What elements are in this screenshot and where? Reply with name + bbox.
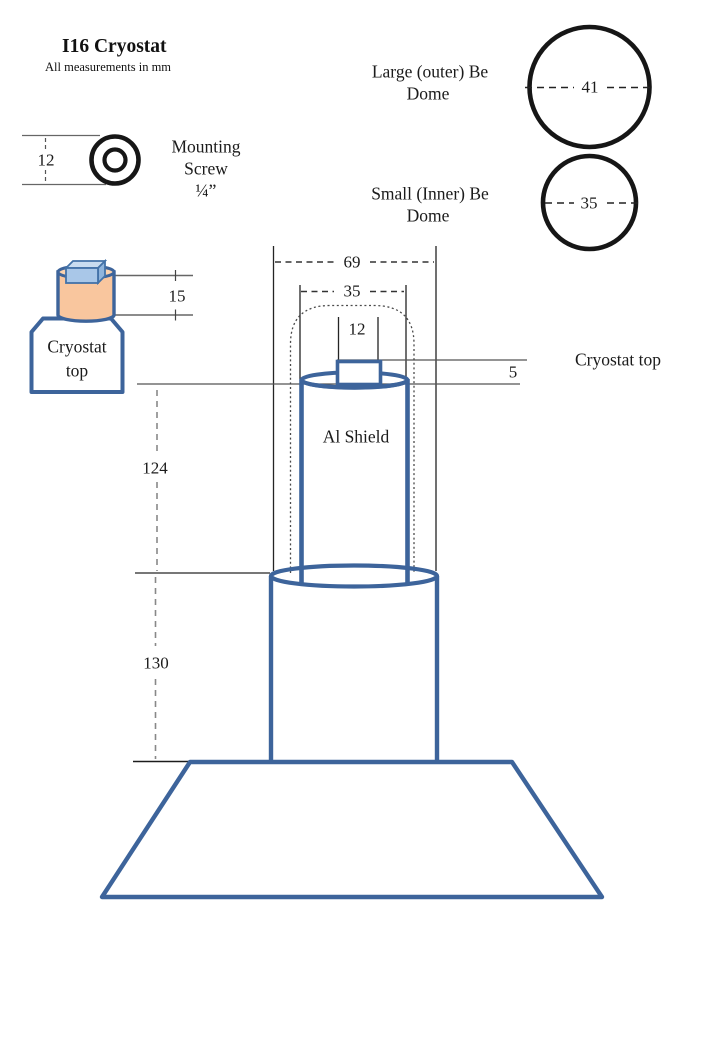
cryostat-top-left-label-line1: Cryostat xyxy=(47,336,107,357)
cryostat-top-drawing xyxy=(29,258,193,394)
page-subtitle: All measurements in mm xyxy=(45,60,172,74)
shield-top-ellipse-front-arc xyxy=(299,379,410,390)
large-dome-diameter-value: 41 xyxy=(581,77,599,97)
mounting-screw-label-line3: ¼” xyxy=(195,180,217,201)
small-dome-diameter-value: 35 xyxy=(580,193,598,213)
base-height-value: 130 xyxy=(143,653,169,673)
cryostat-top-left-label-line2: top xyxy=(65,360,89,381)
mounting-screw-drawing xyxy=(22,134,141,186)
base-trapezoid xyxy=(99,759,605,900)
small-dome-label-line2: Dome xyxy=(406,205,450,226)
top-height-value: 15 xyxy=(168,286,186,306)
outer-width-value: 69 xyxy=(343,252,361,272)
mounting-screw-label-line2: Screw xyxy=(184,158,228,179)
large-dome-label-line1: Large (outer) Be xyxy=(371,61,489,82)
main-dimension-lines xyxy=(133,246,527,763)
al-shield-label: Al Shield xyxy=(322,426,390,447)
cryostat-top-pointer-label: Cryostat top xyxy=(574,349,662,370)
block-width-value: 12 xyxy=(348,319,366,339)
page-title: I16 Cryostat xyxy=(62,36,167,57)
small-dome-label-line1: Small (Inner) Be xyxy=(371,183,489,204)
large-dome-label-line2: Dome xyxy=(406,83,450,104)
small-be-dome-circle xyxy=(540,153,639,252)
cryostat-top-body xyxy=(29,316,125,394)
al-shield-cylinder xyxy=(299,359,410,584)
be-dome-dotted-outline xyxy=(289,304,415,573)
shield-width-value: 35 xyxy=(343,281,361,301)
sample-block xyxy=(335,359,383,387)
block-height-value: 5 xyxy=(508,362,518,382)
screw-washer-inner-circle xyxy=(102,147,128,173)
large-be-dome-circle xyxy=(525,24,655,150)
outer-tube xyxy=(268,563,440,761)
cube-front-face xyxy=(65,267,99,284)
tube-top-ellipse xyxy=(268,563,440,589)
screw-diameter-value: 12 xyxy=(37,150,55,170)
shield-height-value: 124 xyxy=(142,458,168,478)
orange-cylinder xyxy=(56,270,116,323)
mounting-screw-label-line1: Mounting xyxy=(171,136,241,157)
